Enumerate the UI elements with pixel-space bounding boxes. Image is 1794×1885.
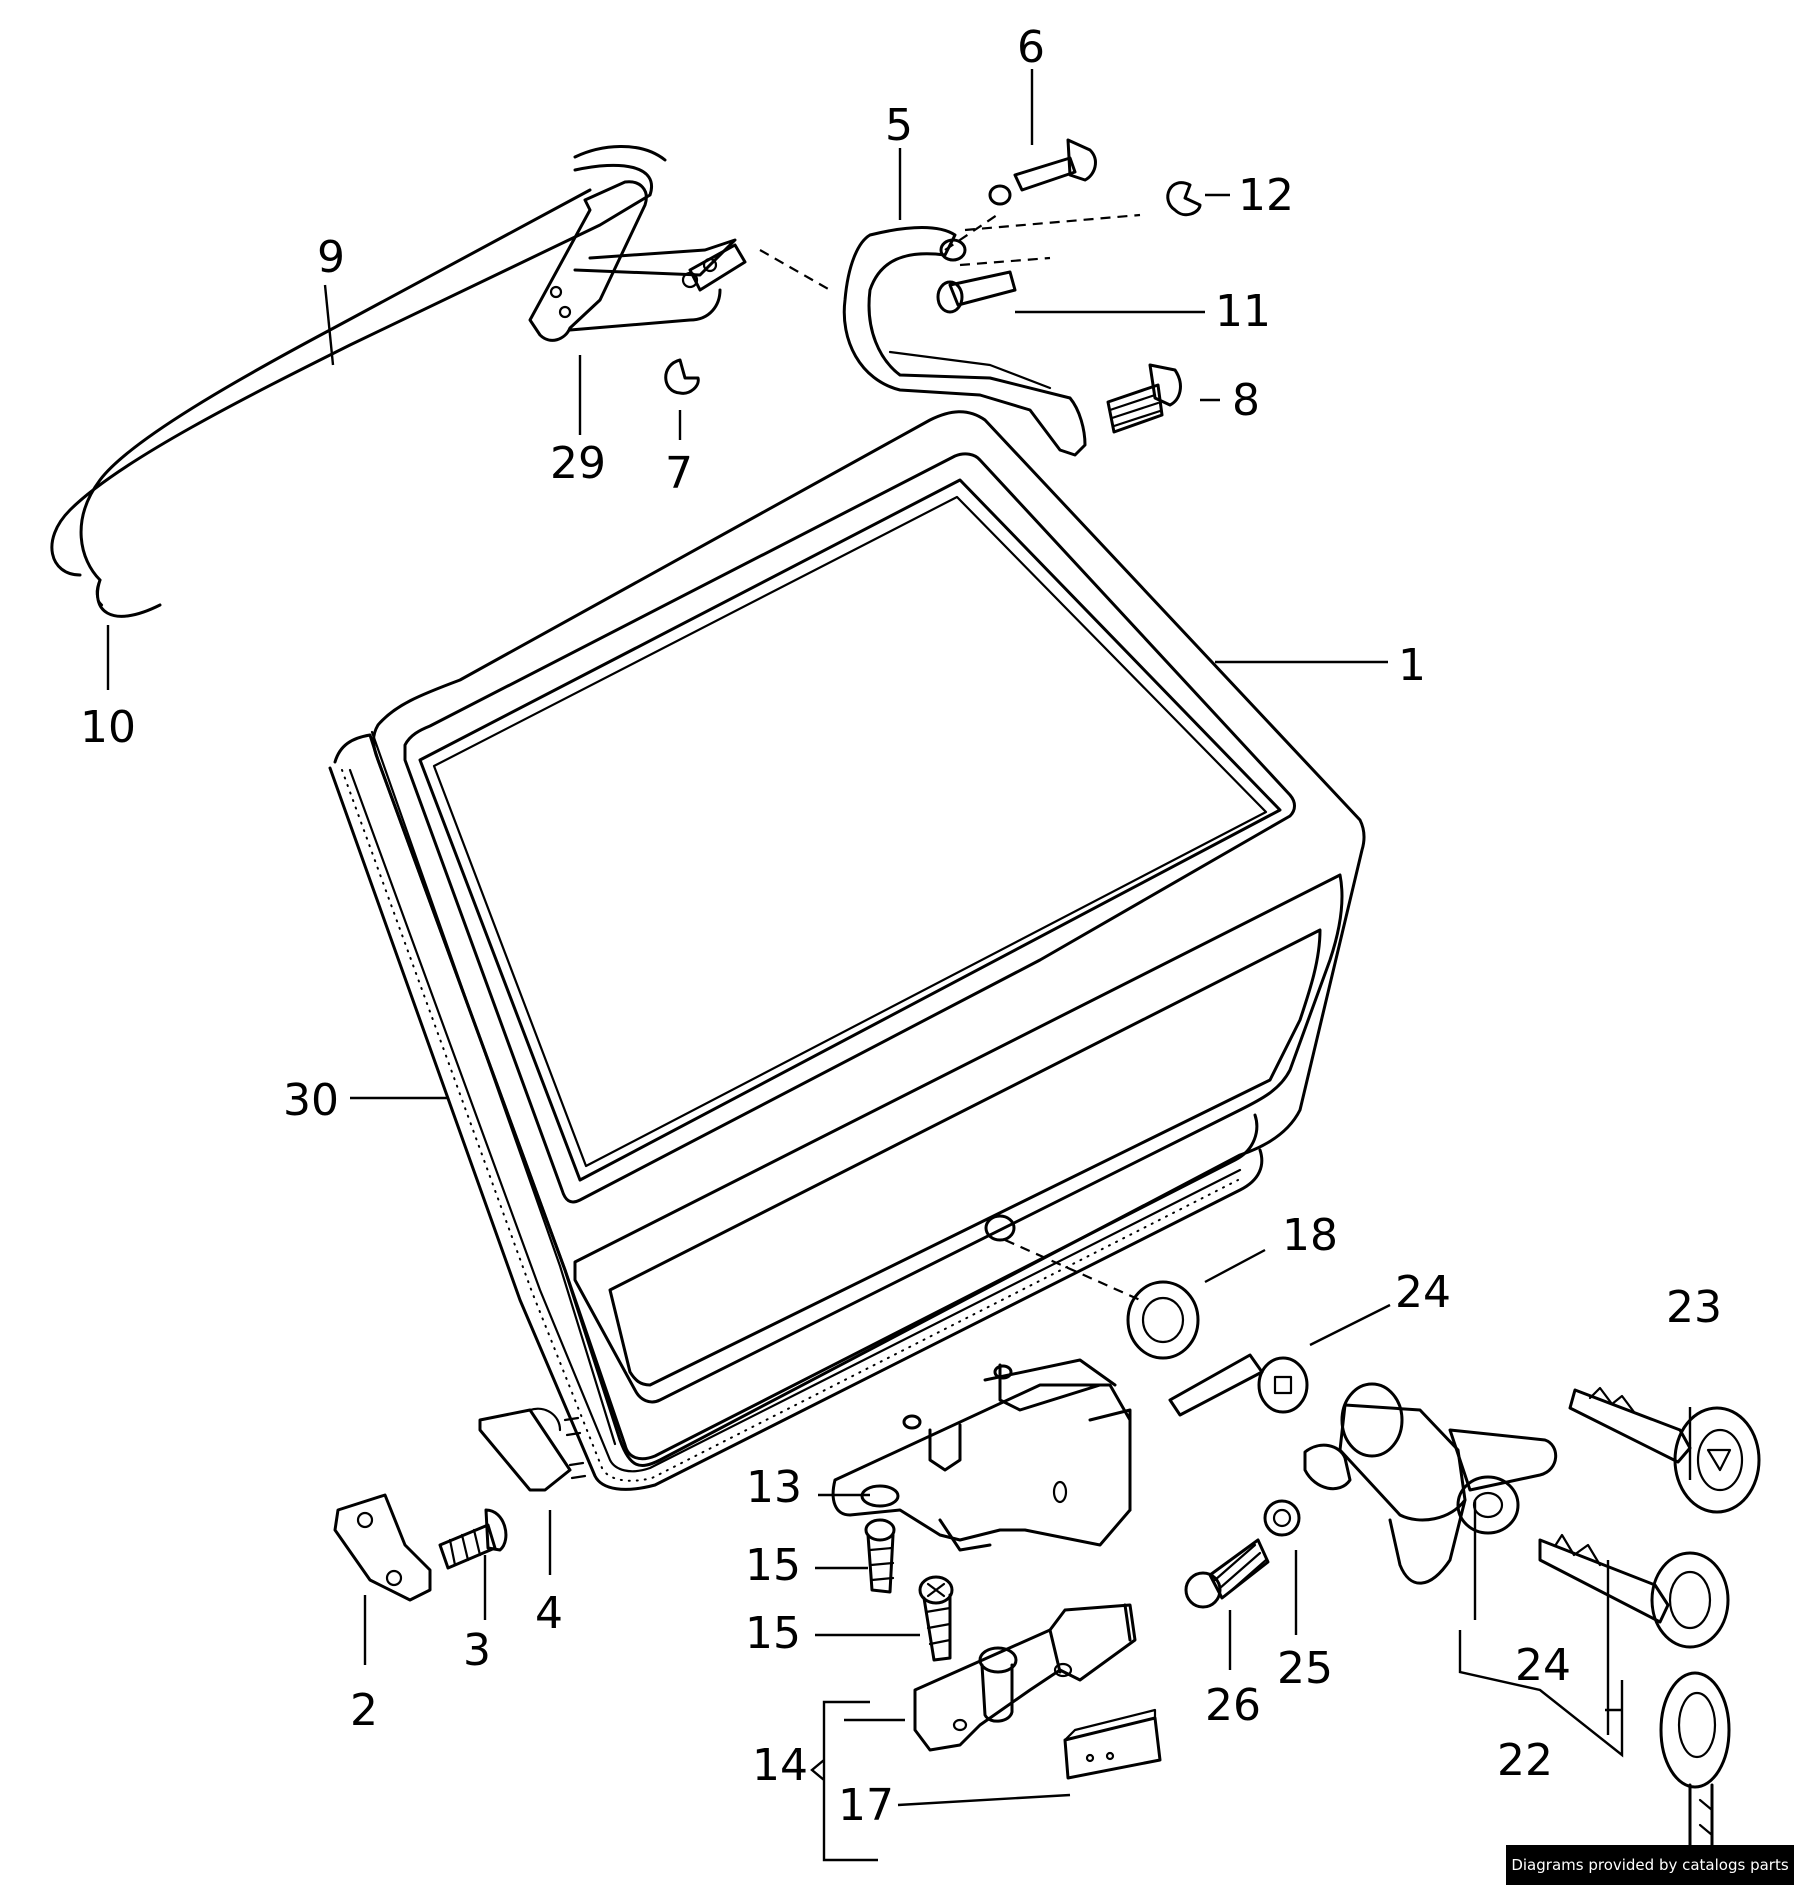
callout-12: 12	[1238, 170, 1294, 221]
key-22-upper	[1538, 1533, 1730, 1649]
callout-10: 10	[80, 702, 136, 753]
strut-cable	[50, 145, 667, 618]
callout-3: 3	[463, 1625, 491, 1676]
pin-6	[988, 138, 1097, 206]
callout-22: 22	[1497, 1735, 1553, 1786]
bumper-4	[478, 1407, 587, 1492]
pin-11	[936, 270, 1017, 314]
callout-26: 26	[1205, 1680, 1261, 1731]
lock-cylinder-housing	[1303, 1382, 1558, 1585]
callout-29: 29	[550, 438, 606, 489]
callout-9: 9	[317, 232, 345, 283]
rubber-block-17	[1063, 1708, 1162, 1780]
callout-23: 23	[1666, 1282, 1722, 1333]
callout-24-top: 24	[1395, 1267, 1451, 1318]
callout-2: 2	[350, 1685, 378, 1736]
clip-7	[664, 358, 700, 395]
screw-15-lower	[918, 1575, 954, 1662]
callout-17: 17	[838, 1780, 894, 1831]
callout-25: 25	[1277, 1643, 1333, 1694]
callout-15-lower: 15	[745, 1608, 801, 1659]
tailgate-panel	[370, 410, 1366, 1467]
callout-15-upper: 15	[745, 1540, 801, 1591]
bracket-2	[333, 1493, 432, 1602]
lever-24-top	[1168, 1353, 1309, 1417]
screw-15-upper	[864, 1518, 896, 1594]
callout-11: 11	[1215, 286, 1271, 337]
right-hinge	[842, 226, 1087, 457]
callout-5: 5	[885, 100, 913, 151]
credit-banner: Diagrams provided by catalogs parts	[1506, 1845, 1794, 1885]
callout-13: 13	[746, 1462, 802, 1513]
washer-25	[1263, 1499, 1301, 1537]
callout-14: 14	[752, 1740, 808, 1791]
callout-24-bottom: 24	[1515, 1640, 1571, 1691]
callout-7: 7	[665, 448, 693, 499]
screw-26	[1184, 1538, 1270, 1609]
key-23	[1568, 1386, 1761, 1514]
callout-4: 4	[535, 1588, 563, 1639]
callout-18: 18	[1282, 1210, 1338, 1261]
callout-1: 1	[1398, 640, 1426, 691]
striker-14	[913, 1603, 1137, 1752]
key-22-lower	[1659, 1671, 1731, 1872]
left-hinge	[528, 180, 747, 342]
callout-30: 30	[283, 1075, 339, 1126]
callout-6: 6	[1017, 22, 1045, 73]
bolt-8	[1106, 363, 1182, 434]
screw-3	[438, 1508, 508, 1570]
clip-12	[1166, 181, 1202, 217]
seal-ring-18	[1126, 1280, 1200, 1360]
callout-8: 8	[1232, 375, 1260, 426]
tailgate-seal	[328, 733, 1264, 1491]
lock-latch-13	[831, 1358, 1132, 1552]
